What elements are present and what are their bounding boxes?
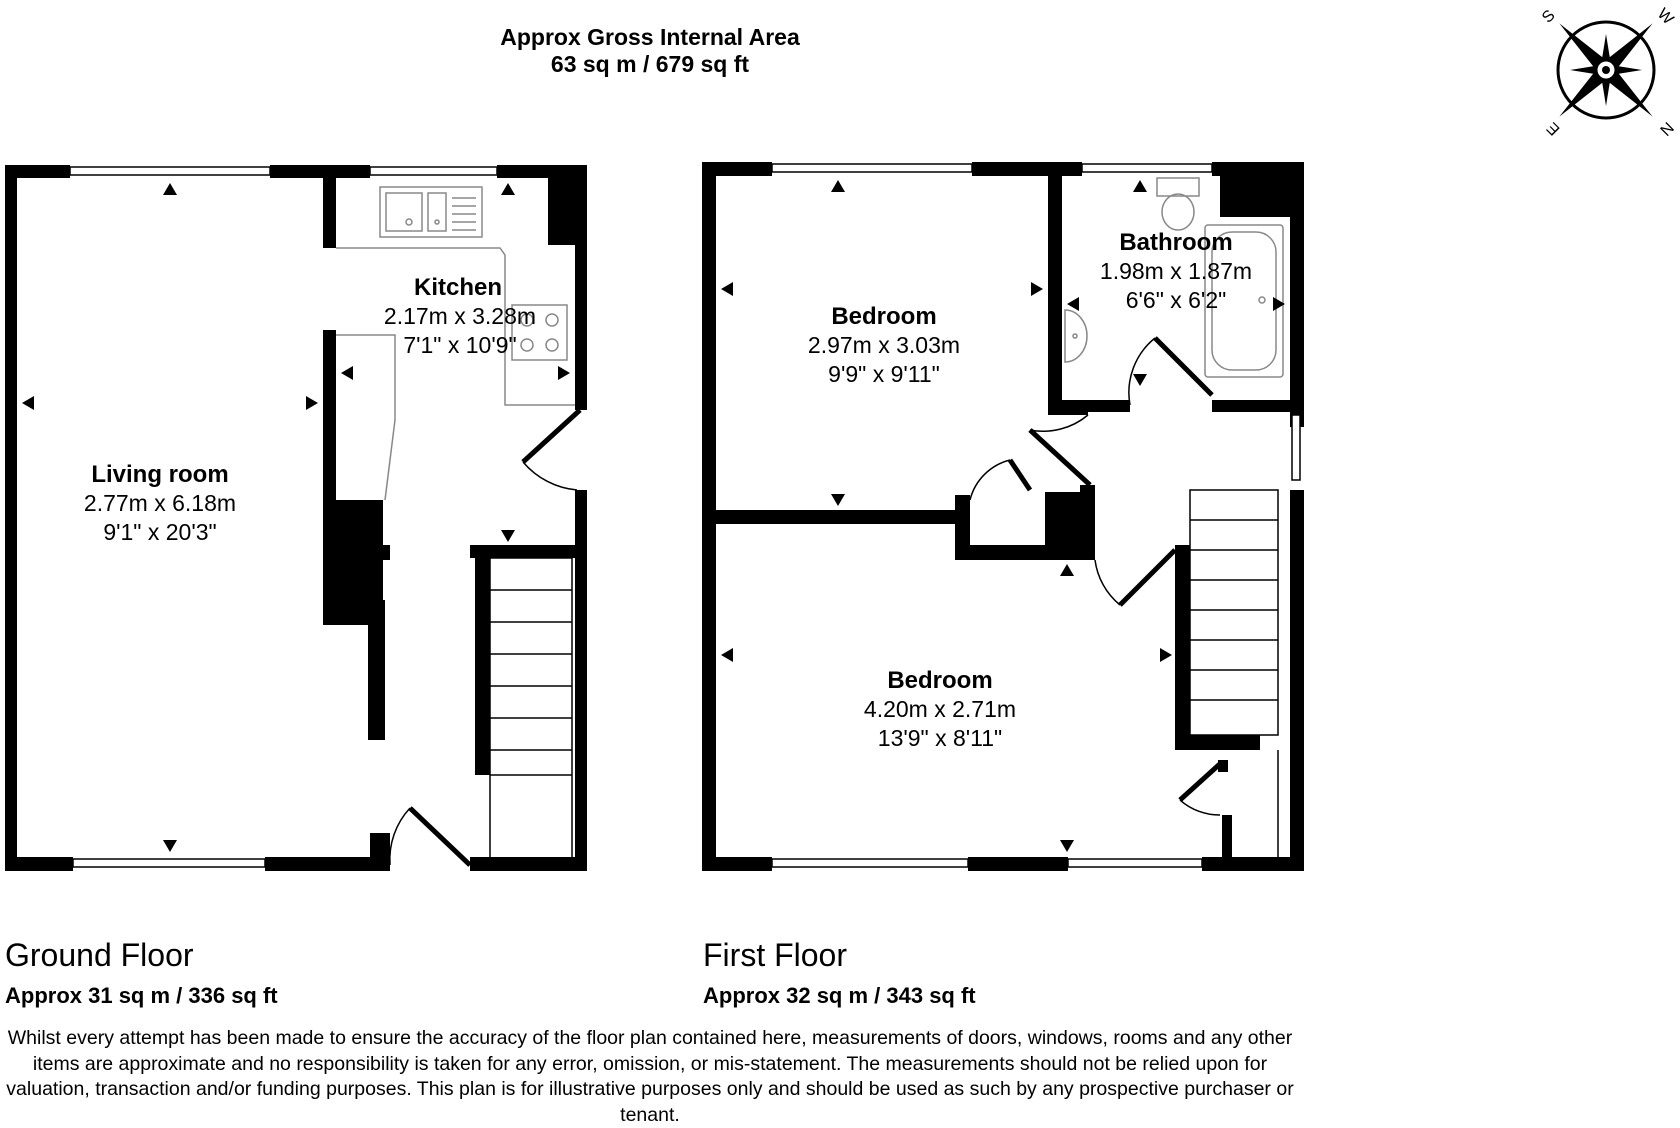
storage-door-icon [1179, 799, 1221, 816]
room-name-kitchen: Kitchen [414, 274, 502, 301]
cupboard-door-icon [969, 459, 1011, 501]
floor-area-ground: Approx 31 sq m / 336 sq ft [5, 983, 278, 1008]
first-floor-windows [771, 163, 1301, 868]
room-name-living-room: Living room [91, 461, 228, 488]
room-metric-bathroom: 1.98m x 1.87m [1100, 258, 1252, 284]
disclaimer-text: Whilst every attempt has been made to en… [6, 1027, 1294, 1126]
room-metric-kitchen: 2.17m x 3.28m [384, 303, 536, 329]
room-metric-bedroom-2: 4.20m x 2.71m [864, 696, 1016, 722]
first-floor-plan: Bedroom 2.97m x 3.03m 9'9" x 9'11" Bathr… [702, 162, 1304, 871]
ground-floor-plan: Living room 2.77m x 6.18m 9'1" x 20'3" K… [5, 165, 587, 871]
bedroom1-door-icon [1029, 414, 1089, 432]
floor-area-first: Approx 32 sq m / 343 sq ft [703, 983, 976, 1008]
bedroom2-door-icon [1094, 559, 1121, 606]
room-metric-bedroom-1: 2.97m x 3.03m [808, 332, 960, 358]
ground-floor-walls [5, 165, 587, 871]
first-floor-measure-arrows [721, 180, 1285, 852]
room-imperial-living-room: 9'1" x 20'3" [103, 519, 216, 545]
room-name-bedroom-2: Bedroom [887, 667, 992, 694]
first-floor-doors [969, 336, 1224, 816]
compass-letter-w: W [1654, 5, 1677, 28]
room-name-bathroom: Bathroom [1119, 229, 1232, 256]
room-name-bedroom-1: Bedroom [831, 303, 936, 330]
washbasin-icon [1064, 309, 1088, 363]
compass-letter-s: S [1539, 7, 1559, 27]
room-imperial-bedroom-1: 9'9" x 9'11" [828, 361, 940, 387]
gross-area-value: 63 sq m / 679 sq ft [550, 51, 750, 77]
ground-floor-measure-arrows [22, 183, 570, 852]
kitchen-hob-icon [511, 304, 568, 361]
room-imperial-bathroom: 6'6" x 6'2" [1126, 287, 1227, 313]
first-floor-walls [702, 162, 1304, 871]
compass-letter-n: N [1656, 118, 1676, 138]
first-floor-stairs [1189, 489, 1279, 857]
room-metric-living-room: 2.77m x 6.18m [84, 490, 236, 516]
compass-letter-e: E [1544, 119, 1564, 139]
ground-floor-windows [69, 166, 498, 868]
ground-floor-stairs [489, 557, 573, 859]
compass-rose-icon: S W N E [1539, 5, 1677, 139]
room-imperial-kitchen: 7'1" x 10'9" [403, 332, 516, 358]
floor-title-ground: Ground Floor [5, 937, 194, 973]
side-door-icon [522, 461, 578, 491]
room-imperial-bedroom-2: 13'9" x 8'11" [878, 725, 1002, 751]
gross-area-header: Approx Gross Internal Area 63 sq m / 679… [380, 24, 920, 78]
floor-title-first: First Floor [703, 937, 847, 973]
front-door-icon [389, 807, 411, 866]
toilet-icon [1156, 177, 1200, 231]
bathroom-door-icon [1128, 337, 1156, 406]
bath-icon [1204, 224, 1284, 378]
kitchen-sink-icon [379, 186, 483, 238]
gross-area-title: Approx Gross Internal Area [500, 24, 800, 50]
kitchen-worktop [336, 247, 575, 501]
